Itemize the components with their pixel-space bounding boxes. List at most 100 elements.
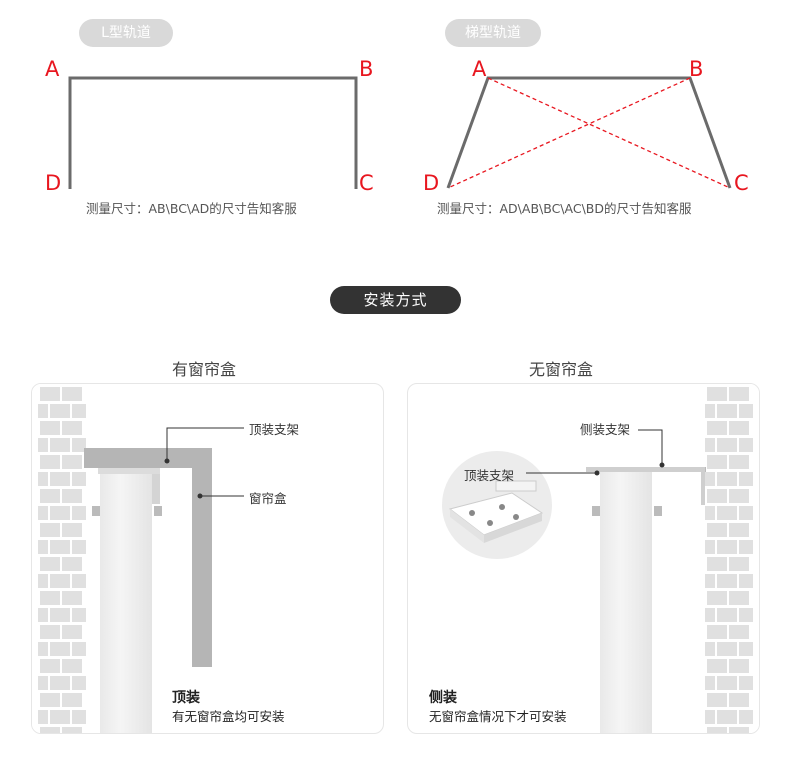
brick: [38, 506, 48, 520]
brick: [705, 404, 715, 418]
brick: [739, 540, 753, 554]
brick: [729, 523, 749, 537]
brick: [729, 421, 749, 435]
brick: [72, 506, 86, 520]
bracket-clip-left: [592, 506, 600, 516]
brick: [50, 710, 70, 724]
top-bracket: [98, 468, 160, 474]
brick: [50, 438, 70, 452]
brick: [717, 574, 737, 588]
brick: [707, 659, 727, 673]
brick: [62, 455, 82, 469]
brick: [729, 489, 749, 503]
brick: [50, 574, 70, 588]
brick: [62, 489, 82, 503]
brick: [50, 608, 70, 622]
brick: [72, 404, 86, 418]
t-point-b: B: [689, 57, 704, 81]
brick: [705, 710, 715, 724]
brick: [707, 523, 727, 537]
brick: [717, 472, 737, 486]
brick: [707, 387, 727, 401]
brick: [62, 557, 82, 571]
brick: [40, 523, 60, 537]
brick: [40, 387, 60, 401]
top-mount-desc: 有无窗帘盒均可安装: [172, 709, 285, 724]
brick: [72, 642, 86, 656]
brick: [717, 540, 737, 554]
top-bracket-label: 顶装支架: [249, 422, 300, 437]
brick: [40, 659, 60, 673]
brick: [717, 642, 737, 656]
l-point-c: C: [359, 171, 374, 195]
bracket-arm: [152, 474, 160, 504]
brick: [40, 455, 60, 469]
with-box-title: 有窗帘盒: [172, 360, 237, 379]
leader-lines: [164, 427, 244, 499]
brick: [72, 540, 86, 554]
brick: [705, 608, 715, 622]
brick: [72, 472, 86, 486]
brick: [707, 727, 727, 733]
brick: [717, 676, 737, 690]
brick: [40, 421, 60, 435]
brick: [729, 387, 749, 401]
brick: [40, 693, 60, 707]
brick-wall: [32, 384, 92, 733]
leader-lines: [526, 429, 665, 476]
side-mount-desc: 无窗帘盒情况下才可安装: [429, 709, 567, 724]
brick: [717, 710, 737, 724]
t-point-c: C: [734, 171, 749, 195]
brick: [40, 557, 60, 571]
l-track-measure-note: 测量尺寸：AB\BC\AD的尺寸告知客服: [86, 201, 297, 216]
curtain: [600, 472, 652, 733]
l-track-line: [68, 76, 358, 189]
brick: [62, 387, 82, 401]
diagonal-bd: [447, 77, 691, 189]
brick: [50, 404, 70, 418]
brick: [717, 506, 737, 520]
brick: [50, 472, 70, 486]
brick: [739, 608, 753, 622]
l-point-b: B: [359, 57, 374, 81]
brick: [38, 642, 48, 656]
brick: [50, 676, 70, 690]
brick: [739, 506, 753, 520]
bracket-clip-left: [92, 506, 100, 516]
top-mount-title: 顶装: [172, 690, 200, 706]
brick: [729, 693, 749, 707]
brick: [705, 574, 715, 588]
brick: [38, 438, 48, 452]
brick-wall: [699, 384, 759, 733]
brick: [707, 421, 727, 435]
brick: [717, 438, 737, 452]
trapezoid-track-diagram: [446, 76, 732, 189]
with-box-card: 顶装支架 窗帘盒 顶装 有无窗帘盒均可安装: [31, 383, 384, 734]
brick: [729, 727, 749, 733]
brick: [38, 710, 48, 724]
l-track-diagram: [68, 76, 358, 189]
brick: [739, 710, 753, 724]
without-box-title: 无窗帘盒: [529, 360, 594, 379]
l-point-a: A: [45, 57, 60, 81]
brick: [705, 676, 715, 690]
curtain: [100, 474, 152, 733]
brick: [40, 489, 60, 503]
brick: [72, 608, 86, 622]
install-method-heading: 安装方式: [330, 286, 461, 314]
side-bracket-plate: [701, 467, 705, 505]
brick: [38, 540, 48, 554]
brick: [62, 659, 82, 673]
brick: [50, 540, 70, 554]
brick: [739, 574, 753, 588]
brick: [707, 693, 727, 707]
diagonal-ac: [487, 77, 731, 189]
trapezoid-track-measure-note: 测量尺寸：AD\AB\BC\AC\BD的尺寸告知客服: [437, 201, 692, 216]
side-bracket-label: 侧装支架: [580, 422, 631, 437]
brick: [72, 438, 86, 452]
curtain-box-label: 窗帘盒: [249, 491, 287, 506]
brick: [62, 591, 82, 605]
bracket-clip-right: [654, 506, 662, 516]
brick: [72, 676, 86, 690]
brick: [62, 693, 82, 707]
